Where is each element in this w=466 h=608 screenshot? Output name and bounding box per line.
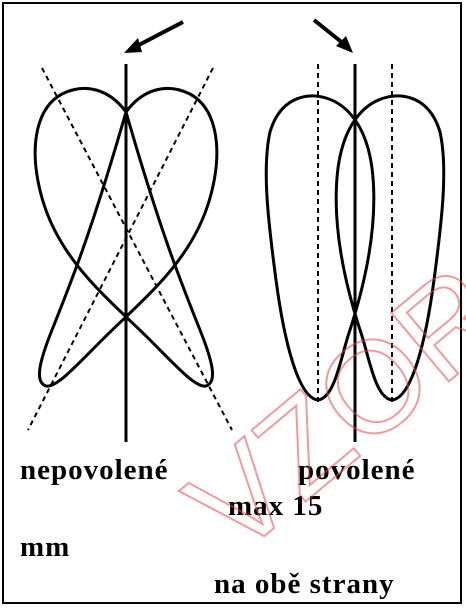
left-arrow-icon xyxy=(132,20,184,50)
right-arrowhead xyxy=(336,36,353,53)
label-tolerance-unit: mm xyxy=(20,531,71,563)
left-diagram xyxy=(27,20,233,442)
right-lobe-right xyxy=(334,94,446,402)
label-both-sides: na obě strany xyxy=(214,568,395,600)
left-lobe-b xyxy=(38,86,219,388)
label-allowed: povolené xyxy=(298,454,416,486)
figure-frame xyxy=(2,2,462,604)
label-tolerance-max: max 15 xyxy=(228,490,324,522)
left-dashed-axis-b xyxy=(27,67,214,431)
right-diagram xyxy=(264,18,446,442)
label-not-allowed: nepovolené xyxy=(20,454,169,486)
right-arrow-icon xyxy=(312,18,346,46)
right-lobe-left xyxy=(264,94,376,402)
left-lobe-a xyxy=(33,86,214,388)
left-arrowhead xyxy=(124,38,142,53)
left-dashed-axis-a xyxy=(41,67,233,431)
